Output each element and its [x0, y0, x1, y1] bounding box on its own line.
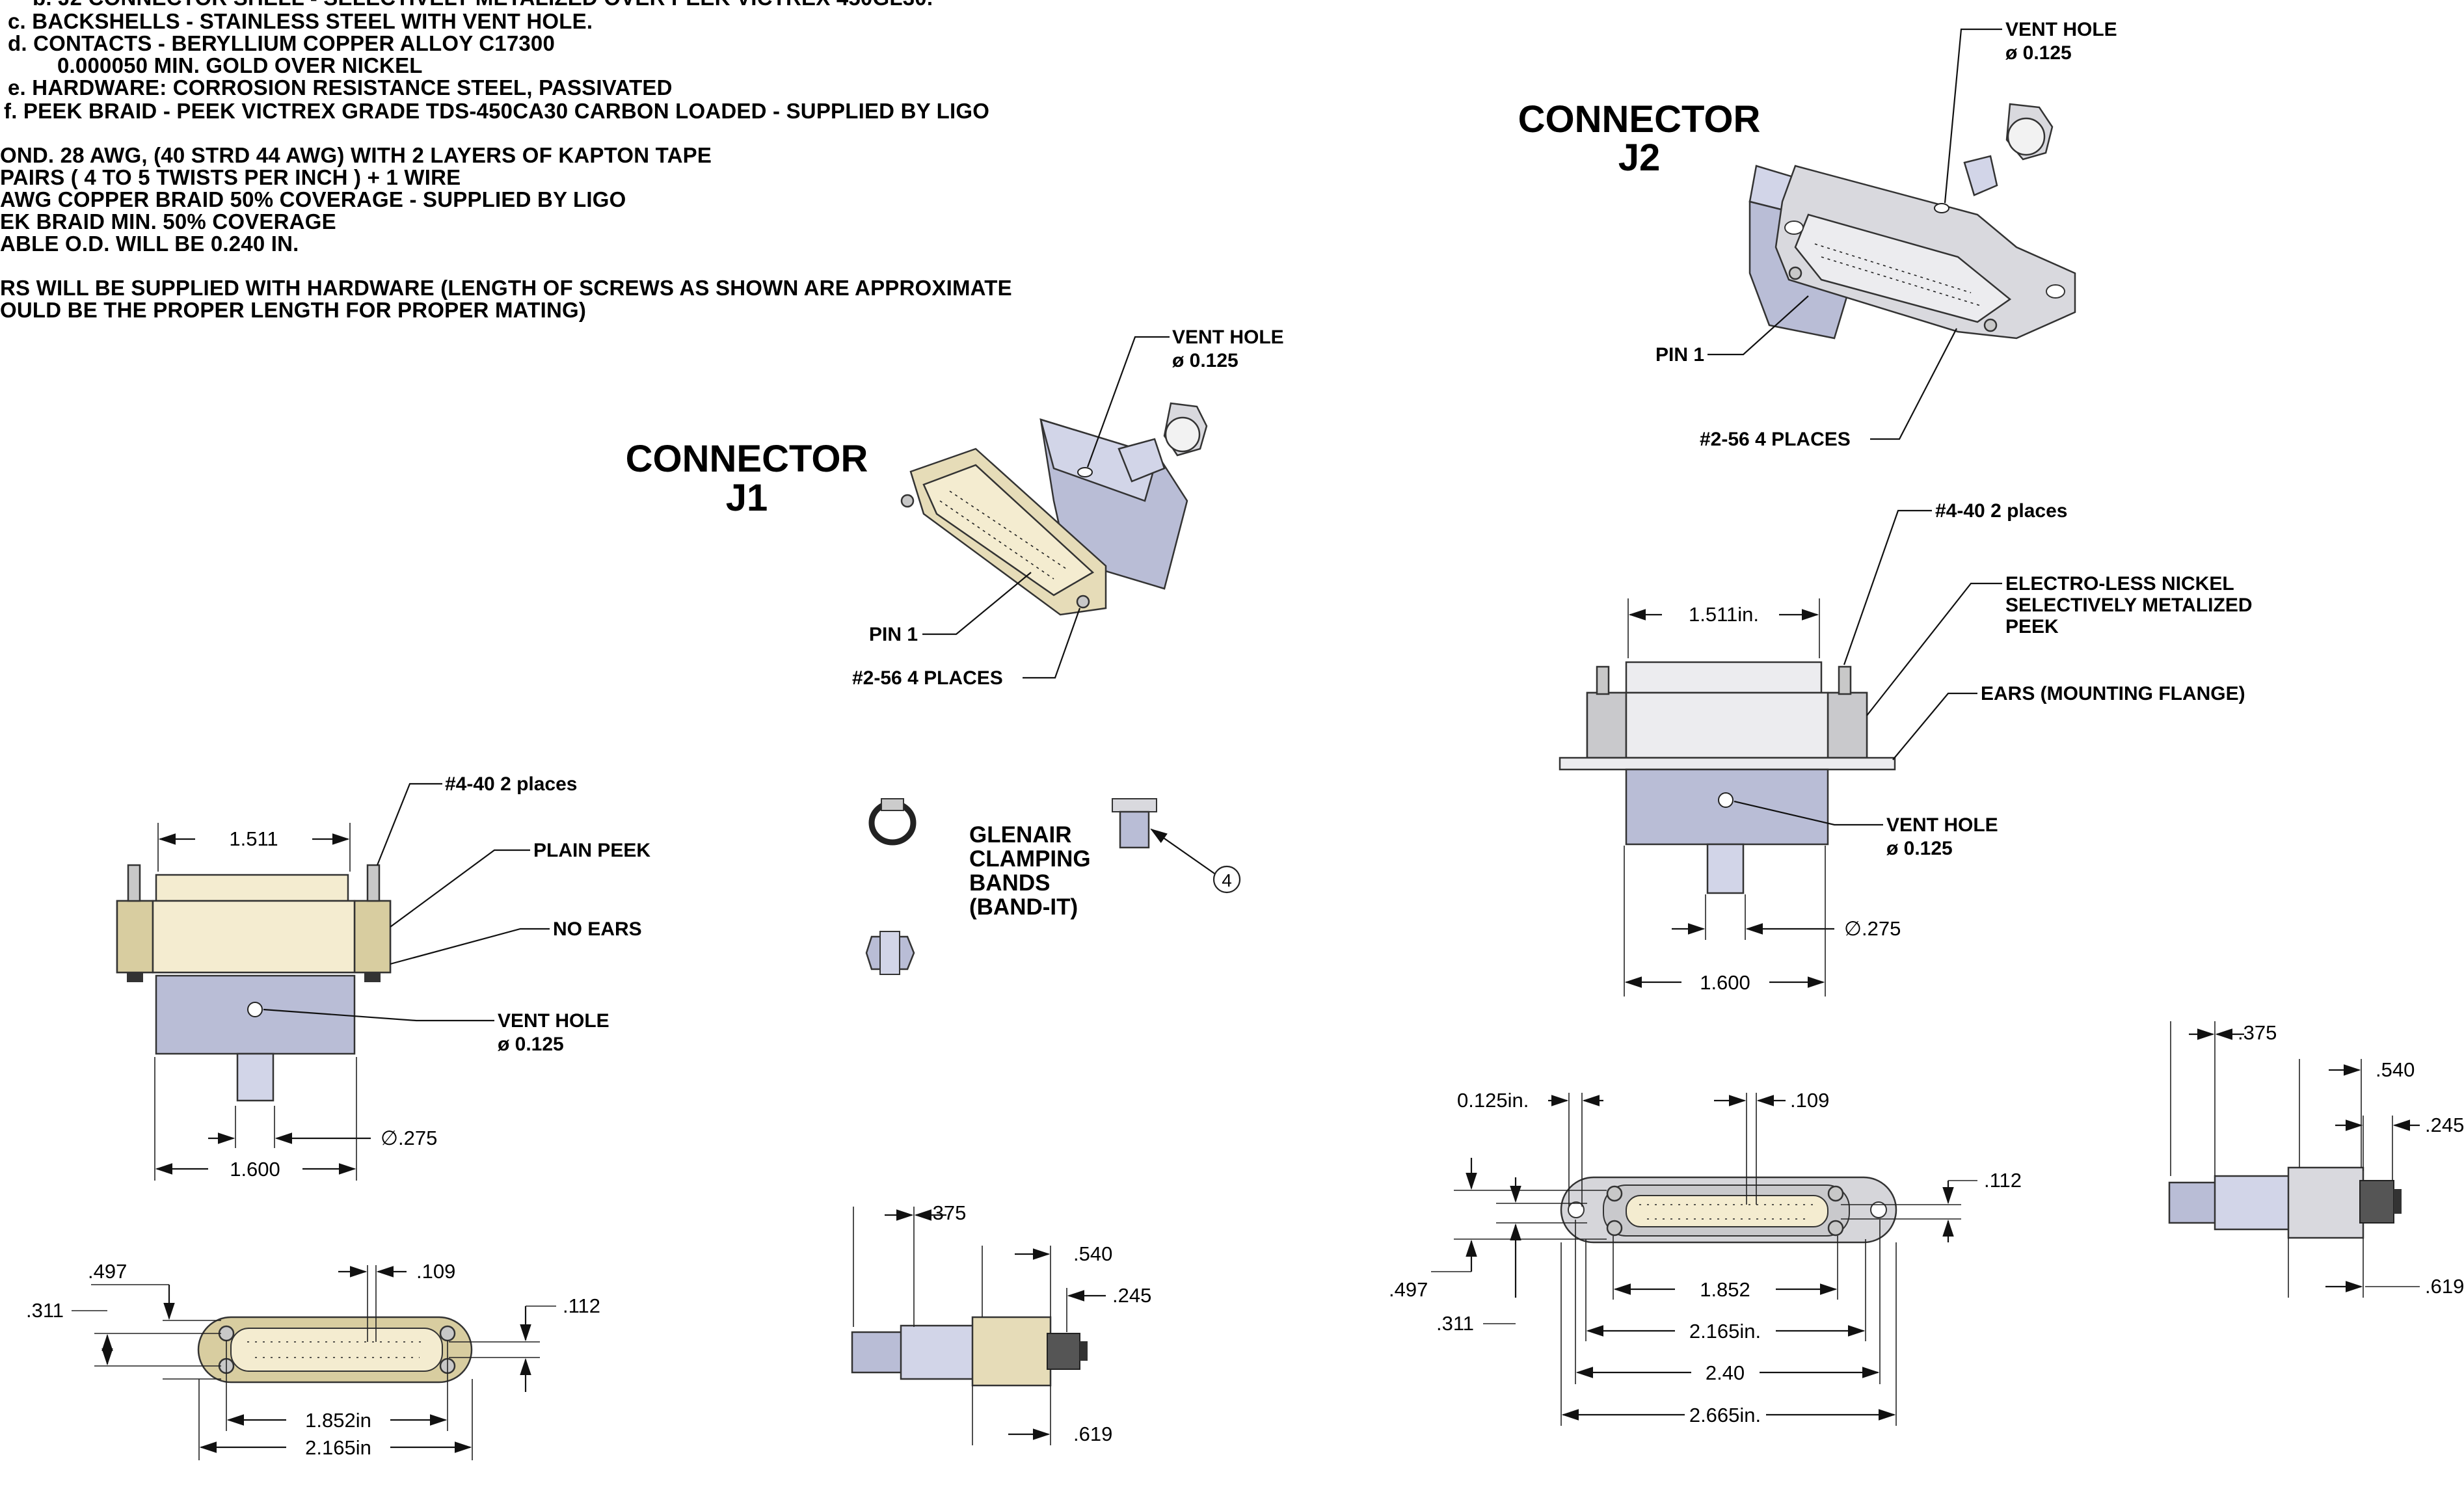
note-line-pairs: PAIRS ( 4 TO 5 TWISTS PER INCH ) + 1 WIR…	[0, 165, 461, 189]
j1-front-jackscrew-label: #4-40 2 places	[445, 773, 577, 795]
note-line-hardware: RS WILL BE SUPPLIED WITH HARDWARE (LENGT…	[0, 276, 1012, 300]
j1-iso-vent-label: VENT HOLE	[1172, 327, 1284, 348]
j2-iso-screw-label: #2-56 4 PLACES	[1700, 429, 1851, 450]
j1-side-d540: .540	[1073, 1242, 1112, 1265]
j2-front-jackscrew-label: #4-40 2 places	[1935, 500, 2067, 522]
j2-side-d540: .540	[2376, 1058, 2415, 1081]
j1-isometric-view	[900, 402, 1208, 616]
j2-front-view	[1559, 661, 1896, 894]
j2-front-nickel-1: ELECTRO-LESS NICKEL	[2005, 573, 2234, 595]
note-line-cable-od: ABLE O.D. WILL BE 0.240 IN.	[0, 232, 299, 256]
j2-face-view	[1560, 1176, 1897, 1244]
j2-front-ears-label: EARS (MOUNTING FLANGE)	[1981, 683, 2245, 704]
note-line-c: c. BACKSHELLS - STAINLESS STEEL WITH VEN…	[8, 9, 593, 33]
j2-iso-pin1-label: PIN 1	[1655, 344, 1704, 366]
j2-side-view	[2168, 1166, 2402, 1239]
j1-front-view	[116, 864, 392, 1102]
bands-label-1: GLENAIR	[969, 822, 1072, 848]
j2-face-d2665: 2.665in.	[1689, 1404, 1761, 1426]
note-line-b: b. J2 CONNECTOR SHELL - SELECTIVELY META…	[33, 0, 933, 10]
j1-side-view	[851, 1316, 1088, 1387]
j1-front-vent-dia: ø 0.125	[498, 1034, 564, 1055]
j1-front-width: 1.511	[229, 827, 278, 850]
j1-iso-screw-label: #2-56 4 PLACES	[852, 667, 1003, 689]
j1-face-d311: .311	[26, 1299, 64, 1322]
j2-face-d497: .497	[1389, 1278, 1428, 1301]
j1-side-d619: .619	[1073, 1423, 1112, 1445]
j2-front-width: 1.511in.	[1689, 603, 1759, 626]
item-balloon	[1212, 865, 1241, 894]
j2-front-nickel-2: SELECTIVELY METALIZED	[2005, 595, 2253, 616]
j2-iso-vent-label: VENT HOLE	[2005, 19, 2117, 40]
j2-front-vent-dia: ø 0.125	[1886, 838, 1953, 859]
notes-block: b. J2 CONNECTOR SHELL - SELECTIVELY META…	[0, 0, 1012, 322]
j1-front-peek-label: PLAIN PEEK	[533, 840, 650, 861]
j2-title: CONNECTOR	[1518, 98, 1761, 140]
j1-face-d109: .109	[416, 1260, 455, 1283]
j1-side-d375: .375	[927, 1201, 966, 1224]
note-line-d: d. CONTACTS - BERYLLIUM COPPER ALLOY C17…	[8, 31, 555, 55]
j2-iso-vent-dia: ø 0.125	[2005, 42, 2072, 64]
j2-front-nickel-3: PEEK	[2005, 616, 2059, 637]
bands-label-3: BANDS	[969, 870, 1050, 896]
j2-side-d619: .619	[2425, 1275, 2464, 1298]
j2-face-d240: 2.40	[1706, 1361, 1745, 1384]
j2-face-d1852: 1.852	[1700, 1278, 1750, 1301]
note-line-mating: OULD BE THE PROPER LENGTH FOR PROPER MAT…	[0, 298, 586, 322]
j2-isometric-view	[1748, 103, 2076, 340]
j1-face-d112: .112	[563, 1294, 600, 1317]
j2-face-d0125: 0.125in.	[1457, 1089, 1529, 1112]
j2-side-d375: .375	[2238, 1021, 2277, 1044]
j2-face-d112: .112	[1984, 1169, 2022, 1192]
item-balloon-number: 4	[1222, 870, 1232, 890]
j2-front-total: 1.600	[1700, 971, 1750, 994]
clamping-bands	[865, 798, 1157, 975]
note-line-d2: 0.000050 MIN. GOLD OVER NICKEL	[57, 53, 423, 77]
j2-face-d2165: 2.165in.	[1689, 1320, 1761, 1343]
j1-iso-pin1-label: PIN 1	[869, 624, 918, 645]
j1-title: CONNECTOR	[626, 438, 868, 480]
j1-iso-vent-dia: ø 0.125	[1172, 350, 1239, 371]
bands-label-2: CLAMPING	[969, 846, 1091, 872]
j2-face-d109: .109	[1790, 1089, 1829, 1112]
j1-side-d245: .245	[1112, 1284, 1151, 1307]
j2-title-id: J2	[1618, 137, 1661, 179]
j1-front-no-ears-label: NO EARS	[553, 918, 642, 940]
j2-face-d311: .311	[1436, 1312, 1474, 1335]
j2-front-dia: ∅.275	[1844, 917, 1901, 940]
note-line-wire: OND. 28 AWG, (40 STRD 44 AWG) WITH 2 LAY…	[0, 143, 712, 167]
j1-face-view	[197, 1316, 473, 1384]
j1-front-total: 1.600	[230, 1158, 280, 1181]
note-line-braid: AWG COPPER BRAID 50% COVERAGE - SUPPLIED…	[0, 187, 626, 211]
j1-face-d1852: 1.852in	[305, 1409, 371, 1432]
j1-face-d2165: 2.165in	[305, 1436, 371, 1459]
note-line-f: f. PEEK BRAID - PEEK VICTREX GRADE TDS-4…	[4, 99, 989, 123]
bands-label-4: (BAND-IT)	[969, 894, 1078, 920]
j1-front-vent-label: VENT HOLE	[498, 1010, 609, 1032]
j2-side-d245: .245	[2425, 1114, 2464, 1136]
j1-iso-pins	[939, 490, 1067, 580]
j2-front-vent-label: VENT HOLE	[1886, 814, 1998, 836]
j1-title-id: J1	[726, 477, 768, 519]
note-line-e: e. HARDWARE: CORROSION RESISTANCE STEEL,…	[8, 75, 673, 100]
j1-front-dia: ∅.275	[381, 1127, 437, 1149]
j1-face-d497: .497	[88, 1260, 127, 1283]
note-line-peek-braid: EK BRAID MIN. 50% COVERAGE	[0, 209, 336, 234]
